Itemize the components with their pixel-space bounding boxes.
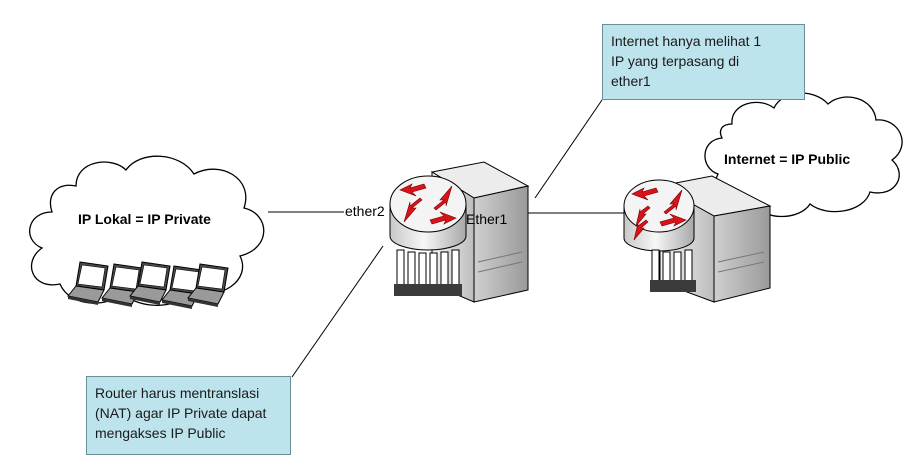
router-icon xyxy=(623,179,696,292)
callout-bottom xyxy=(291,245,384,378)
note-router-nat: Router harus mentranslasi (NAT) agar IP … xyxy=(86,376,291,455)
note-line: mengakses IP Public xyxy=(95,425,226,441)
note-internet-sees-one-ip: Internet hanya melihat 1 IP yang terpasa… xyxy=(602,24,805,100)
router-server-center xyxy=(389,161,530,303)
callout-top xyxy=(534,99,603,199)
local-cloud-label: IP Lokal = IP Private xyxy=(78,211,211,227)
ether1-port-label: Ether1 xyxy=(466,211,508,227)
router-server-isp xyxy=(623,175,772,303)
router-icon xyxy=(389,175,467,296)
laptop-icon xyxy=(67,261,109,305)
note-line: IP yang terpasang di xyxy=(611,53,740,69)
laptop-icon xyxy=(161,265,203,309)
laptop-group xyxy=(67,261,229,309)
note-line: Router harus mentranslasi xyxy=(95,385,260,401)
note-line: Internet hanya melihat 1 xyxy=(611,33,762,49)
laptop-icon xyxy=(187,263,229,307)
router-arrows-icon xyxy=(399,183,457,225)
links xyxy=(268,99,626,378)
note-line: (NAT) agar IP Private dapat xyxy=(95,405,267,421)
laptop-icon xyxy=(129,261,171,305)
note-line: ether1 xyxy=(611,73,651,89)
router-arrows-icon xyxy=(631,187,687,241)
ether2-port-label: ether2 xyxy=(345,203,385,219)
internet-cloud-label: Internet = IP Public xyxy=(724,151,851,167)
